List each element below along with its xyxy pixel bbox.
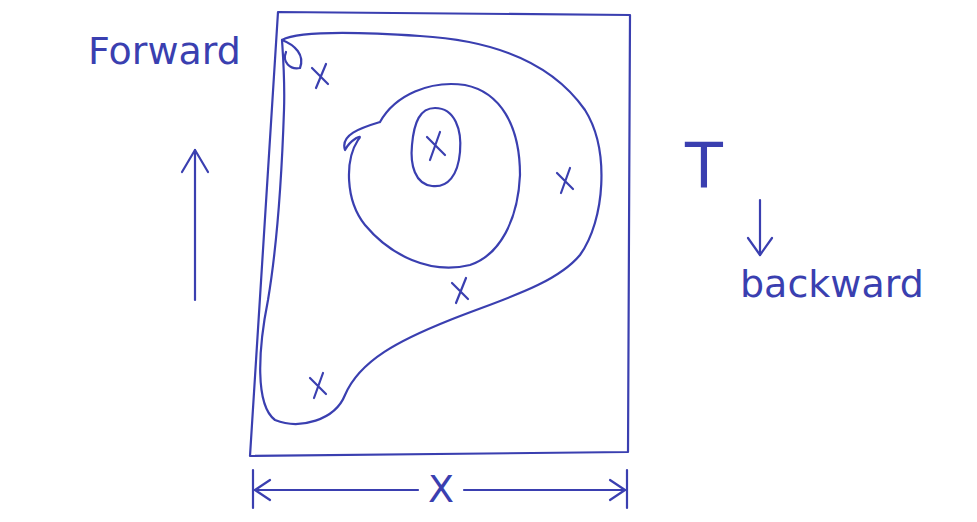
axis-label: backward [740, 265, 924, 303]
inner-contour [412, 108, 461, 186]
backward-arrow [748, 200, 772, 255]
sample-marks [310, 64, 573, 398]
outer-contour [260, 33, 601, 424]
axis-label: Forward [88, 32, 241, 70]
forward-arrow [182, 150, 208, 300]
corner-loop [282, 40, 301, 68]
dimension-label: X [428, 470, 454, 508]
plot-frame [250, 12, 630, 456]
dimension-line [253, 470, 627, 508]
variable-label: T [685, 135, 723, 197]
middle-contour [344, 84, 520, 268]
